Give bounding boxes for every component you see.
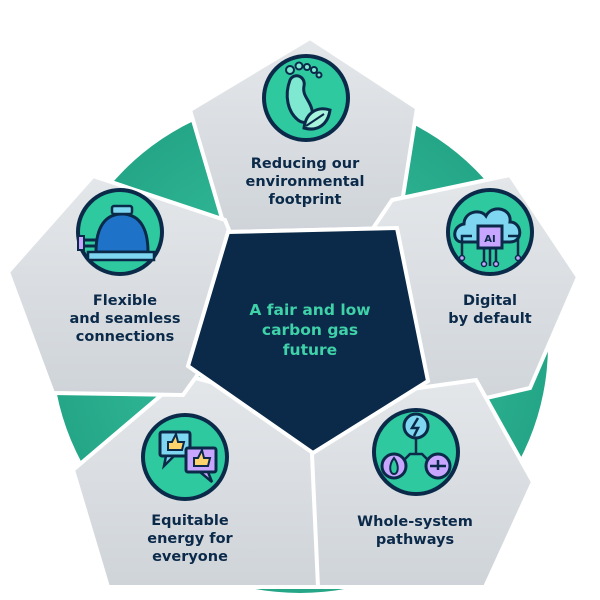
segment-label-line: environmental: [245, 174, 365, 190]
segment-label-footprint: Reducing our environmental footprint: [225, 155, 385, 209]
segment-label-line: and seamless: [69, 311, 181, 327]
segment-label-line: Reducing our: [250, 156, 360, 172]
center-title-line: future: [282, 341, 338, 359]
svg-text:AI: AI: [484, 234, 495, 245]
segment-label-line: footprint: [268, 192, 342, 208]
gas-holder-icon: [76, 188, 164, 276]
segment-label-digital: Digital by default: [420, 292, 560, 328]
center-title-line: carbon gas: [261, 321, 359, 339]
segment-label-line: Equitable: [151, 513, 229, 529]
segment-label-line: pathways: [375, 532, 455, 548]
segment-label-line: everyone: [152, 549, 228, 565]
segment-label-line: by default: [448, 311, 532, 327]
energy-network-icon: [372, 408, 460, 496]
segment-label-line: energy for: [147, 531, 233, 547]
segment-label-equitable: Equitable energy for everyone: [120, 512, 260, 566]
segment-label-whole-system: Whole-system pathways: [340, 513, 490, 549]
ai-cloud-chip-icon: AI: [446, 188, 534, 276]
center-title: A fair and low carbon gas future: [215, 300, 405, 360]
segment-label-line: Digital: [462, 293, 518, 309]
footprint-leaf-icon: [262, 54, 350, 142]
segment-label-line: Whole-system: [357, 514, 473, 530]
segment-label-line: connections: [75, 329, 175, 345]
segment-label-flexible: Flexible and seamless connections: [45, 292, 205, 346]
center-pentagon: [185, 225, 431, 456]
thumbs-up-chat-icon: [141, 413, 229, 501]
center-title-line: A fair and low: [249, 301, 371, 319]
segment-label-line: Flexible: [92, 293, 158, 309]
